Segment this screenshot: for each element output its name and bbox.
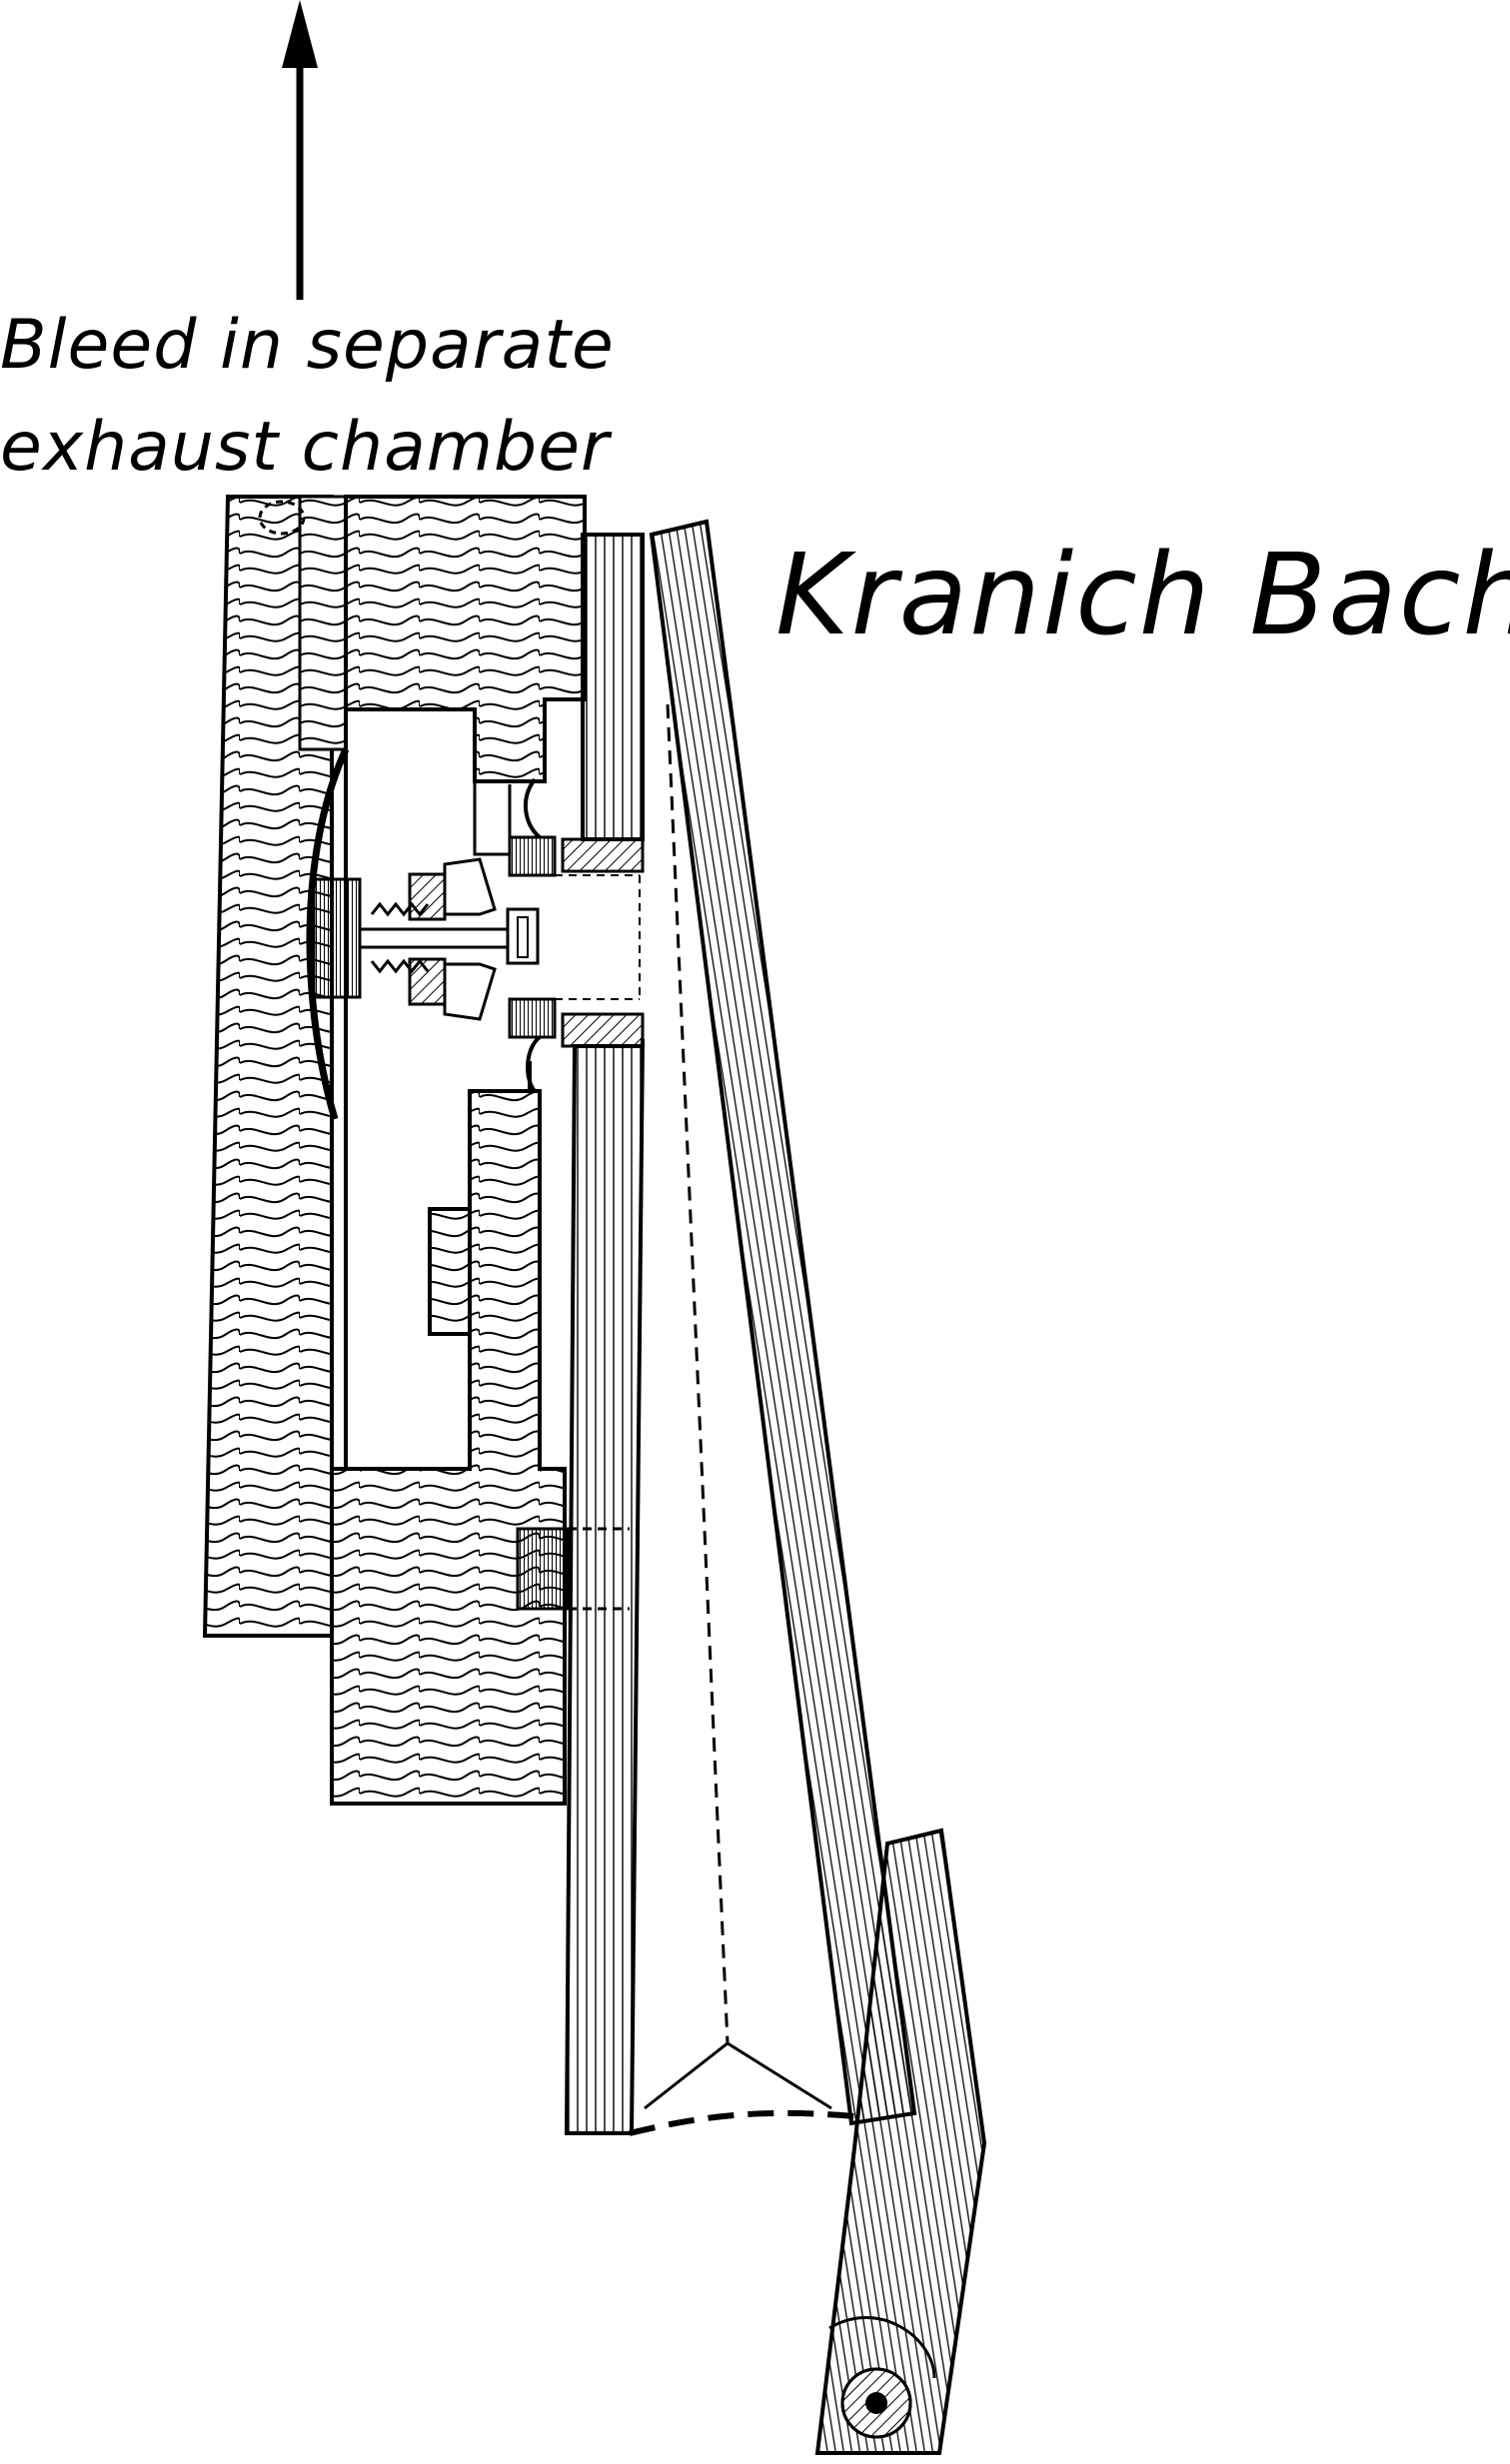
diagram-title: Kranich Bach	[775, 531, 1510, 660]
chamber-outline	[344, 709, 532, 1471]
diaphragm	[306, 747, 350, 1120]
left-backboard	[202, 495, 348, 1638]
annotation-line-1: Bleed in separate	[0, 306, 615, 385]
exhaust-arrow	[282, 0, 318, 300]
long-lever	[649, 519, 917, 2126]
valve-assembly	[312, 777, 641, 1093]
pouch-board	[561, 533, 645, 2135]
lower-valve-block	[516, 1527, 630, 1611]
motion-lines	[629, 703, 855, 2136]
annotation-line-2: exhaust chamber	[0, 408, 610, 487]
lower-lever	[814, 1828, 987, 2455]
pivot-pin-icon	[865, 2392, 887, 2414]
